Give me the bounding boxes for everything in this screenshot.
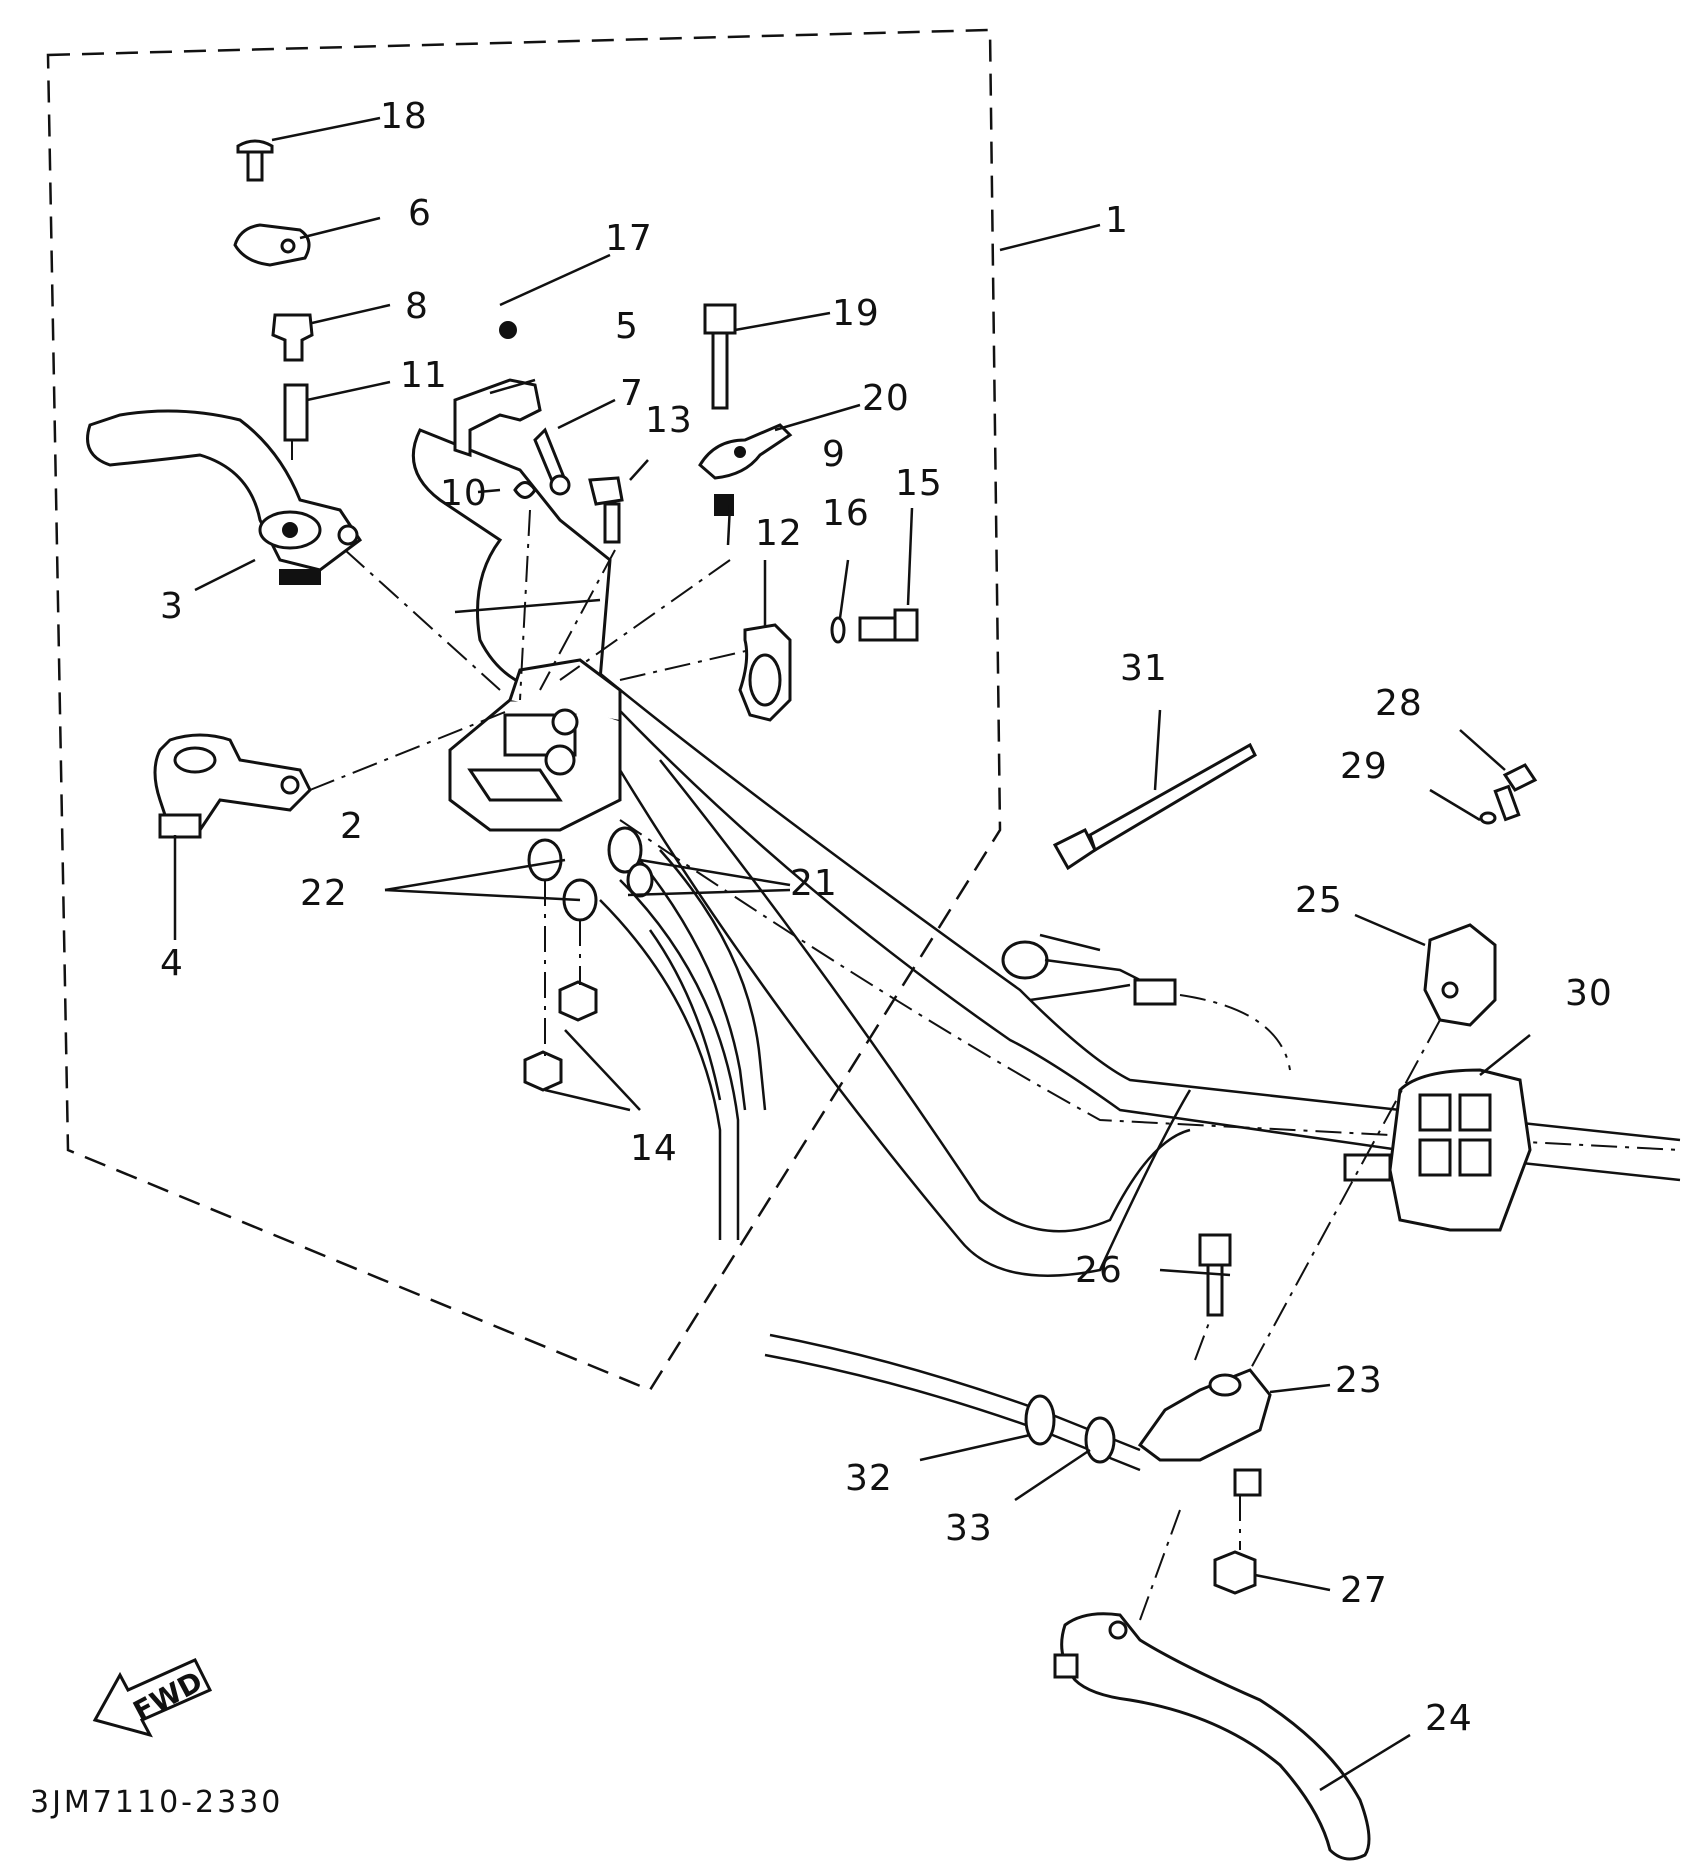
callout-6: 6 <box>408 193 432 234</box>
callout-33: 33 <box>945 1508 993 1549</box>
callout-19: 19 <box>832 293 880 334</box>
callout-14: 14 <box>630 1128 678 1169</box>
handlebar <box>559 639 1681 1277</box>
clip-10 <box>513 481 537 499</box>
master-cylinder-body <box>448 658 622 832</box>
callout-30: 30 <box>1565 973 1613 1014</box>
callout-27: 27 <box>1340 1570 1388 1611</box>
callout-labels: 1 2 3 4 5 6 7 8 9 10 11 12 13 14 15 16 1… <box>160 96 1613 1739</box>
callout-8: 8 <box>405 286 429 327</box>
callout-11: 11 <box>400 355 448 396</box>
adjuster-33 <box>1084 1416 1116 1464</box>
callout-31: 31 <box>1120 648 1168 689</box>
cable-tie-31 <box>1052 742 1257 871</box>
cap-8 <box>271 313 314 362</box>
callout-18: 18 <box>380 96 428 137</box>
callout-26: 26 <box>1075 1250 1123 1291</box>
callout-22: 22 <box>300 873 348 914</box>
holder <box>153 733 312 839</box>
callout-16: 16 <box>822 493 870 534</box>
callout-17: 17 <box>605 218 653 259</box>
callout-2: 2 <box>340 806 364 847</box>
callout-32: 32 <box>845 1458 893 1499</box>
callout-15: 15 <box>895 463 943 504</box>
spring-11 <box>283 383 309 442</box>
callout-9: 9 <box>822 434 846 475</box>
fwd-arrow-icon: FWD <box>92 1658 213 1738</box>
switch-5 <box>453 321 542 458</box>
screw-18 <box>236 139 274 182</box>
unions-21 <box>607 826 654 898</box>
callout-12: 12 <box>755 513 803 554</box>
callout-4: 4 <box>160 943 184 984</box>
reservoir <box>411 428 612 692</box>
screw-28 <box>1493 763 1538 822</box>
banjo-bolts-22 <box>527 838 598 922</box>
clutch-cable <box>764 1333 1141 1472</box>
callout-28: 28 <box>1375 683 1423 724</box>
brake-lever-front <box>86 409 363 585</box>
lever-holder-23 <box>1137 1368 1272 1497</box>
callout-29: 29 <box>1340 746 1388 787</box>
washer-16 <box>830 616 846 644</box>
callout-10: 10 <box>440 473 488 514</box>
leader-lines <box>173 116 1531 1792</box>
plate-6 <box>233 223 311 267</box>
bolt-15 <box>858 608 919 642</box>
washer-29 <box>1479 811 1497 825</box>
bolt-19 <box>703 303 737 410</box>
bolt-26 <box>1198 1233 1232 1317</box>
callout-13: 13 <box>645 400 693 441</box>
callout-20: 20 <box>862 378 910 419</box>
callout-24: 24 <box>1425 1698 1473 1739</box>
bracket-25 <box>1423 923 1497 1027</box>
switch-harness <box>1001 933 1291 1071</box>
brake-hoses <box>599 849 767 1240</box>
handlebar-switch-30 <box>1343 1068 1532 1232</box>
diagram-code: 3JM7110-2330 <box>30 1785 283 1820</box>
nut-27 <box>1213 1550 1257 1595</box>
callout-1: 1 <box>1105 200 1129 241</box>
callout-3: 3 <box>160 586 184 627</box>
bolt-13 <box>588 476 624 544</box>
callout-7: 7 <box>620 373 644 414</box>
bracket-12 <box>738 623 792 722</box>
assembly-boundary <box>46 28 1002 1392</box>
callout-21: 21 <box>790 863 838 904</box>
adjuster-32 <box>1024 1394 1056 1446</box>
nuts-14 <box>523 980 598 1092</box>
callout-23: 23 <box>1335 1360 1383 1401</box>
callout-25: 25 <box>1295 880 1343 921</box>
clutch-lever-24 <box>1053 1612 1371 1861</box>
callout-5: 5 <box>615 306 639 347</box>
